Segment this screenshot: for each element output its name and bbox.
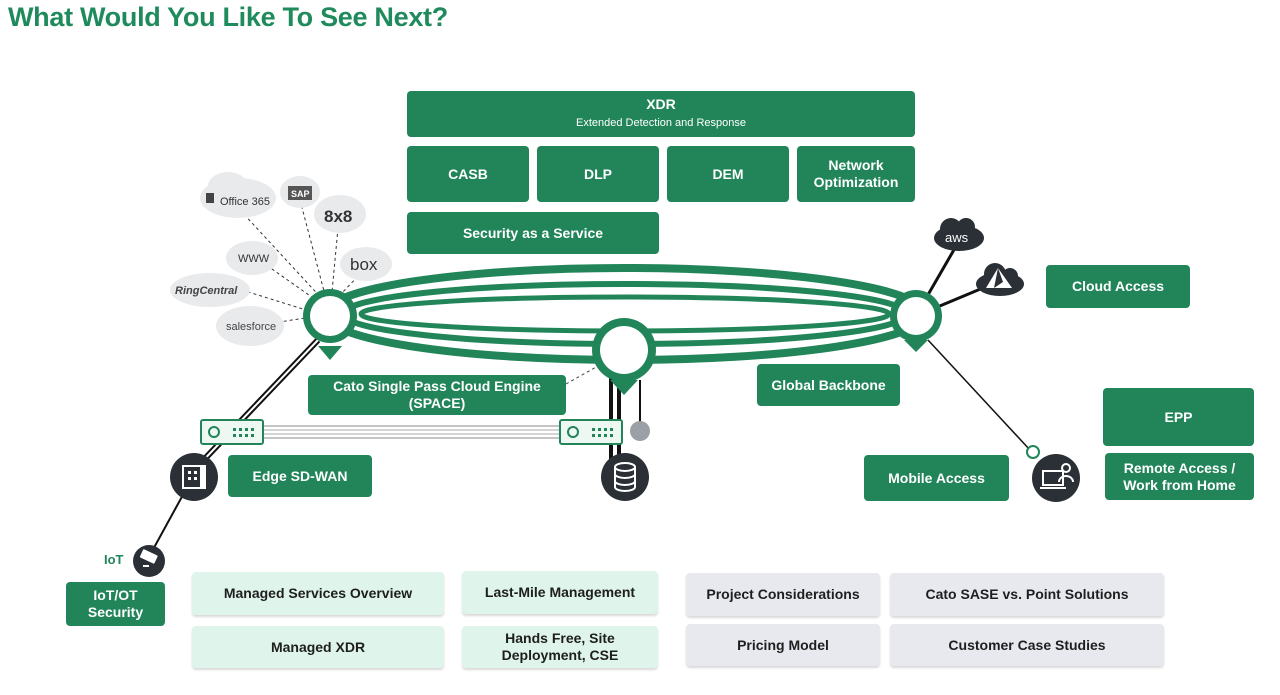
cloud-app-label: box [350,255,378,274]
cloud-apps: Office 365 SAP 8x8 WWW box RingCentral s… [170,172,392,346]
casb-label: CASB [448,165,488,182]
remote-access-box[interactable]: Remote Access / Work from Home [1105,453,1254,500]
edge-sdwan-box[interactable]: Edge SD-WAN [228,455,372,497]
cloud-app-label: WWW [238,253,270,265]
remote-access-label: Remote Access / Work from Home [1123,459,1236,493]
security-as-a-service-box[interactable]: Security as a Service [407,212,659,254]
topic-label: Customer Case Studies [948,636,1106,653]
space-pointer [565,365,599,385]
iot-label: IoT [104,552,124,567]
pop-pin-right [890,290,942,352]
topic-label: Last-Mile Management [484,584,636,600]
casb-box[interactable]: CASB [407,146,529,202]
building-icon [170,453,218,501]
topic-managed-xdr[interactable]: Managed XDR [192,626,444,668]
topic-managed-services-overview[interactable]: Managed Services Overview [192,572,444,615]
global-backbone-box[interactable]: Global Backbone [757,364,900,406]
cloud-app-label: 8x8 [324,207,352,226]
aws-label: aws [945,230,969,245]
xdr-box[interactable]: XDR Extended Detection and Response [407,91,915,137]
dlp-box[interactable]: DLP [537,146,659,202]
topic-hands-free-site-deployment[interactable]: Hands Free, Site Deployment, CSE [462,626,658,668]
network-optimization-label: Network Optimization [813,157,899,190]
dlp-label: DLP [584,165,612,182]
space-label: Cato Single Pass Cloud Engine (SPACE) [333,378,541,411]
mobile-access-label: Mobile Access [888,469,985,486]
edge-sdwan-label: Edge SD-WAN [252,467,348,484]
iot-security-box[interactable]: IoT/OT Security [66,582,165,626]
datacenter-links [609,375,650,462]
office365-cloud-icon: Office 365 [200,172,276,218]
topic-last-mile-management[interactable]: Last-Mile Management [462,571,658,614]
topic-label: Hands Free, Site Deployment, CSE [501,630,619,663]
sdwan-appliance-icon [200,419,264,445]
pop-pin-middle [592,318,656,395]
cloud-app-label: Office 365 [220,196,270,208]
ringcentral-cloud-icon: RingCentral [170,273,250,307]
topic-label: Pricing Model [737,636,829,653]
page-title: What Would You Like To See Next? [8,2,448,32]
database-icon [601,453,649,501]
sap-cloud-icon: SAP [280,176,320,208]
cloud-app-connectors [239,199,363,326]
mobile-access-box[interactable]: Mobile Access [864,455,1009,501]
topic-label: Cato SASE vs. Point Solutions [925,586,1129,602]
8x8-cloud-icon: 8x8 [314,195,366,233]
sdwan-connection [261,425,563,439]
xdr-label: XDR [646,96,676,112]
mobile-link [927,339,1031,451]
cloud-app-label: salesforce [226,321,276,333]
dem-box[interactable]: DEM [667,146,789,202]
topic-label: Managed Services Overview [223,585,413,601]
www-cloud-icon: WWW [226,241,278,275]
camera-icon [133,545,165,577]
network-optimization-box[interactable]: Network Optimization [797,146,915,202]
cloud-app-label: SAP [291,189,310,199]
topic-label: Project Considerations [706,586,860,602]
box-cloud-icon: box [340,247,392,281]
topic-label: Managed XDR [270,638,366,655]
security-as-a-service-label: Security as a Service [462,224,604,241]
topic-customer-case-studies[interactable]: Customer Case Studies [890,624,1164,666]
aws-cloud-icon: aws [934,218,984,251]
sdwan-appliance-icon [559,419,623,445]
azure-cloud-icon [976,263,1024,296]
cloud-access-box[interactable]: Cloud Access [1046,265,1190,308]
pop-pin-left [303,289,357,360]
topic-cato-sase-vs-point-solutions[interactable]: Cato SASE vs. Point Solutions [890,573,1164,616]
mobile-link-node [1026,445,1040,459]
cloud-access-label: Cloud Access [1071,278,1165,294]
edge-links [149,337,321,556]
cloud-app-label: RingCentral [175,285,238,297]
salesforce-cloud-icon: salesforce [216,306,284,346]
global-backbone-label: Global Backbone [771,376,886,393]
laptop-user-icon [1032,454,1080,502]
iot-security-label: IoT/OT Security [87,587,144,620]
epp-box[interactable]: EPP [1103,388,1254,446]
xdr-sublabel: Extended Detection and Response [575,117,746,129]
topic-project-considerations[interactable]: Project Considerations [686,573,880,616]
epp-label: EPP [1164,408,1193,425]
dem-label: DEM [712,165,744,182]
topic-pricing-model[interactable]: Pricing Model [686,624,880,666]
space-box[interactable]: Cato Single Pass Cloud Engine (SPACE) [308,375,566,415]
